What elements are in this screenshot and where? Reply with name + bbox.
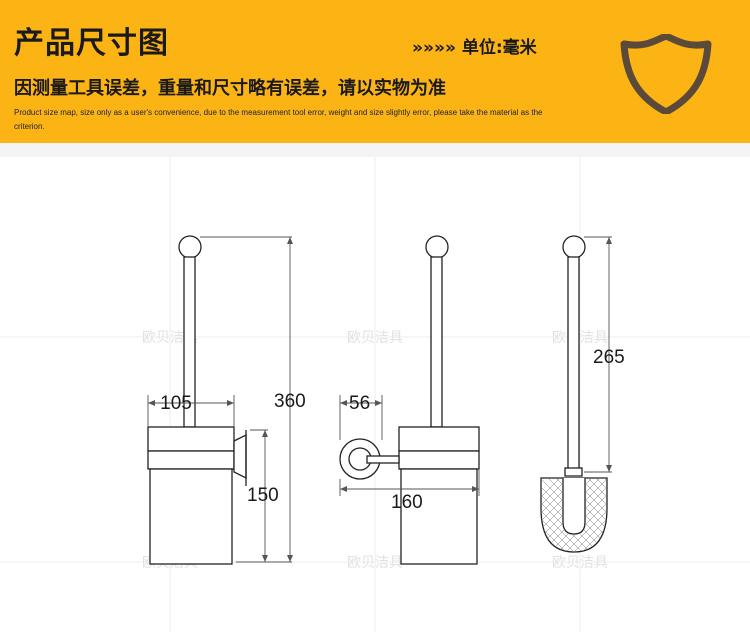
dim-front-total-height: 360 bbox=[274, 391, 306, 412]
page-title: 产品尺寸图 bbox=[14, 26, 169, 61]
dim-front-cup-height: 150 bbox=[247, 485, 279, 506]
dim-section-height: 265 bbox=[593, 347, 625, 368]
product-size-diagram: 欧贝洁具 欧贝洁具 欧贝洁具 欧贝洁具 欧贝洁具 欧贝洁具 bbox=[0, 157, 750, 632]
watermark-5: 欧贝洁具 bbox=[347, 554, 403, 570]
side-view bbox=[339, 235, 480, 565]
divider-stripe bbox=[0, 143, 750, 157]
shield-icon bbox=[620, 34, 712, 114]
disclaimer-text: 因测量工具误差，重量和尺寸略有误差，请以实物为准 bbox=[14, 78, 446, 99]
watermark-6: 欧贝洁具 bbox=[552, 554, 608, 570]
disclaimer-english: Product size map, size only as a user's … bbox=[14, 108, 543, 131]
dim-side-depth: 56 bbox=[349, 393, 370, 414]
watermark-2: 欧贝洁具 bbox=[347, 329, 403, 345]
watermark-3: 欧贝洁具 bbox=[552, 329, 608, 345]
front-view bbox=[147, 235, 247, 565]
header-banner: 产品尺寸图 »»»» 单位:毫米 因测量工具误差，重量和尺寸略有误差，请以实物为… bbox=[0, 0, 750, 143]
unit-label: »»»» 单位:毫米 bbox=[412, 38, 537, 58]
dim-front-width: 105 bbox=[160, 393, 192, 414]
dim-side-total: 160 bbox=[391, 492, 423, 513]
